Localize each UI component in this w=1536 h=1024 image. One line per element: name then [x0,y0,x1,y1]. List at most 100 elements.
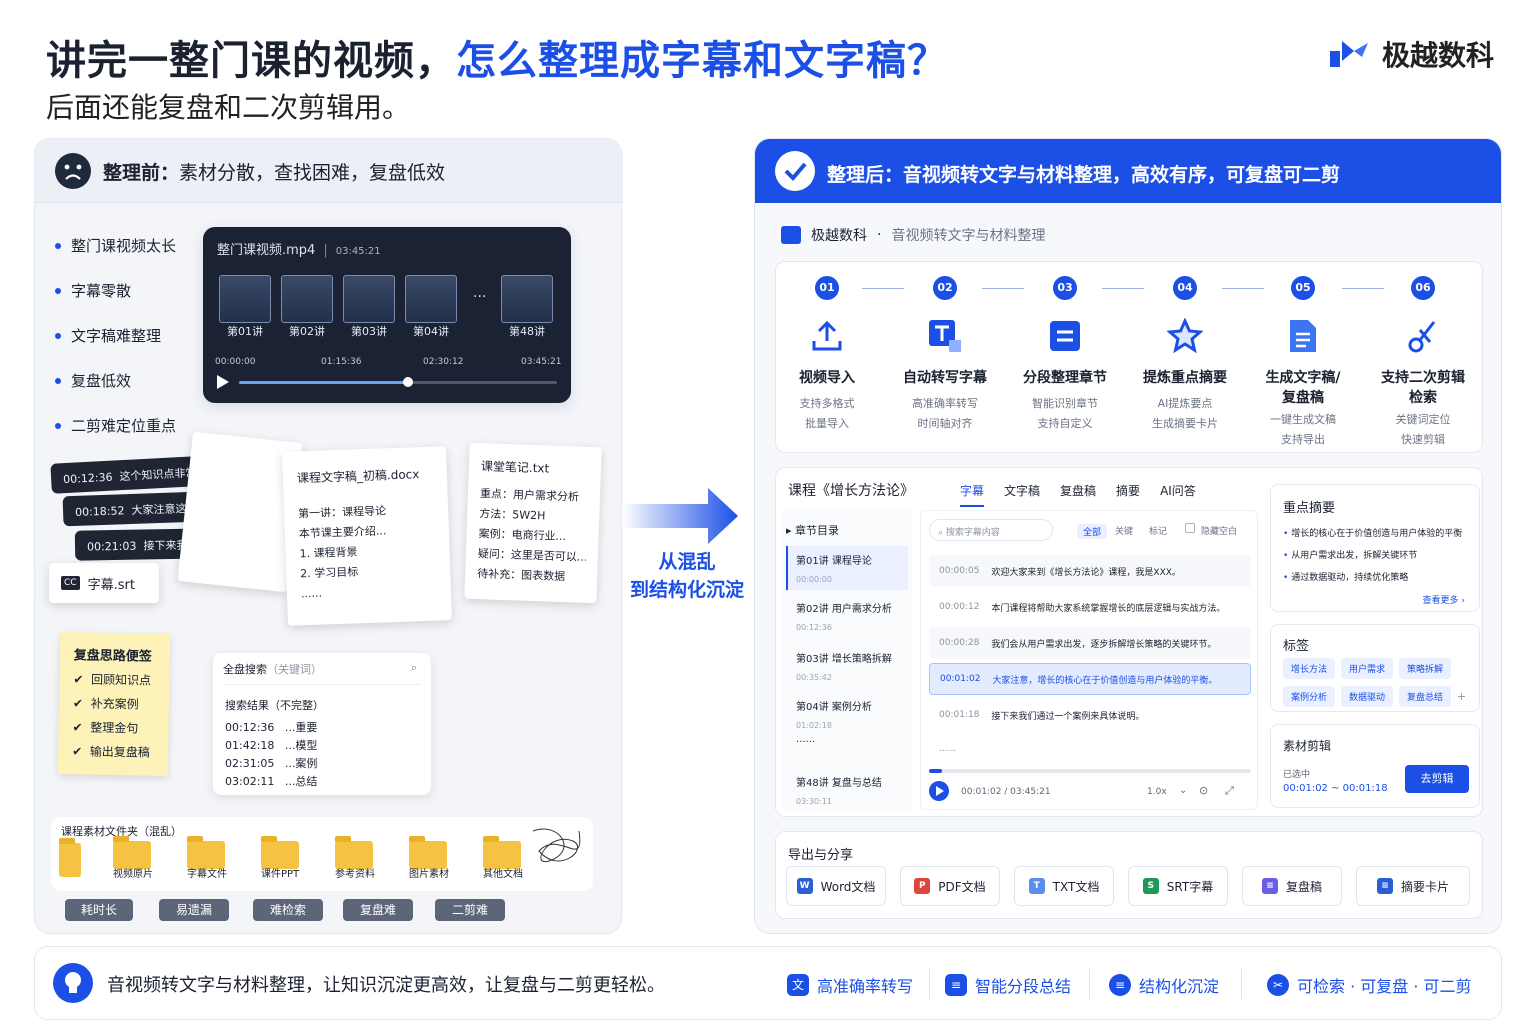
folder-icon [59,838,81,877]
video-thumbnail[interactable] [219,275,271,323]
feature-searchable: ✂可检索 · 可复盘 · 可二剪 [1267,973,1472,997]
step-import[interactable]: 01 视频导入支持多格式批量导入 [768,276,886,434]
footer-bar: 音视频转文字与材料整理，让知识沉淀更高效，让复盘与二剪更轻松。 文高准确率转写 … [34,946,1502,1020]
full-search-card: 全盘搜索（关键词）⌕ 搜索结果（不完整） 00:12:36 ...重要 01:4… [213,653,431,795]
filter-all[interactable]: 全部 [1077,524,1108,539]
step-transcribe[interactable]: 02 自动转写字幕高准确率转写时间轴对齐 [886,276,1004,434]
step-segment[interactable]: 03 分段整理章节智能识别章节支持自定义 [1006,276,1124,434]
video-player[interactable]: 整门课视频.mp4|03:45:21 ··· 第01讲 第02讲 第03讲 第0… [203,227,571,403]
filter-key[interactable]: 关键 [1115,527,1134,537]
feature-structure: ≡结构化沉淀 [1109,973,1219,997]
subtitle-row: ...... [939,744,957,754]
video-thumbnail[interactable] [501,275,553,323]
pain-tag: 易遗漏 [159,899,229,921]
segment-icon [1047,318,1083,354]
tab-ai-qa[interactable]: AI问答 [1160,484,1196,498]
full-search-input[interactable]: 全盘搜索（关键词）⌕ [223,661,421,685]
cc-icon: CC [61,576,80,590]
view-tabs: 字幕 文字稿 复盘稿 摘要 AI问答 [960,482,1196,507]
video-thumbnail[interactable] [405,275,457,323]
text-convert-icon [927,318,963,354]
view-more-link[interactable]: 查看更多 › [1422,596,1465,606]
player-progress[interactable] [929,769,1251,773]
brand-logo: 极越数科 [1328,34,1494,74]
folder-icon[interactable] [409,836,447,869]
feature-segment: ≡智能分段总结 [945,973,1071,997]
hide-blank-checkbox[interactable] [1185,523,1195,533]
play-icon[interactable] [929,781,949,801]
page-title: 讲完一整门课的视频，怎么整理成字幕和文字稿？ [46,38,948,84]
export-card-button[interactable]: ≡摘要卡片 [1356,866,1470,906]
txt-file[interactable]: 课堂笔记.txt 重点：用户需求分析 方法：5W2H 案例：电商行业... 疑问… [464,442,602,604]
tag-chip[interactable]: 数据驱动 [1341,686,1394,707]
video-thumbnail[interactable] [343,275,395,323]
scissors-icon: ✂ [1267,974,1289,996]
tab-subtitle[interactable]: 字幕 [960,482,985,507]
summary-card: 重点摘要 • 增长的核心在于价值创造与用户体验的平衡 • 从用户需求出发，拆解关… [1270,484,1480,612]
problem-bullet: 整门课视频太长 [55,235,176,256]
upload-icon [809,318,845,354]
step-document[interactable]: 05 生成文字稿/复盘稿一键生成文稿支持导出 [1244,276,1362,450]
speed-select[interactable]: 1.0x [1147,787,1167,797]
video-thumbnail[interactable] [281,275,333,323]
workflow-steps: 01 视频导入支持多格式批量导入 02 自动转写字幕高准确率转写时间轴对齐 03… [775,261,1483,453]
chevron-down-icon[interactable]: ⌄ [1179,785,1188,796]
video-progress[interactable] [239,377,557,387]
folder-icon[interactable] [335,836,373,869]
tag-chip[interactable]: 增长方法 [1283,658,1336,679]
star-icon [1167,318,1203,354]
play-icon[interactable] [217,375,229,389]
docx-file[interactable]: 课程文字稿_初稿.docx 第一讲：课程导论 本节课主要介绍... 1. 课程背… [282,446,452,626]
tags-card: 标签 增长方法用户需求策略拆解案例分析数据驱动复盘总结+ [1270,624,1480,712]
tag-chip[interactable]: 用户需求 [1341,658,1394,679]
more-icon: ··· [473,289,487,305]
review-doc-icon: ≡ [1261,878,1278,894]
folder-icon[interactable] [483,836,521,869]
card-icon: ≡ [1376,878,1393,894]
fullscreen-icon[interactable]: ⤢ [1225,784,1234,797]
pain-tag: 二剪难 [435,899,505,921]
video-duration: 03:45:21 [335,246,381,257]
folder-icon[interactable] [113,836,151,869]
filter-mark[interactable]: 标记 [1149,527,1168,537]
tab-transcript[interactable]: 文字稿 [1004,484,1041,498]
step-clip[interactable]: 06 支持二次剪辑检索关键词定位快速剪辑 [1364,276,1482,450]
scissors-icon [1405,318,1441,354]
add-tag-button[interactable]: + [1457,690,1467,703]
after-header: 整理后：音视频转文字与材料整理，高效有序，可复盘可二剪 [755,139,1501,203]
tab-summary[interactable]: 摘要 [1116,484,1141,498]
material-folder: 课程素材文件夹（混乱） 视频原片 字幕文件 课件PPT 参考资料 图片素材 其他… [51,817,593,891]
timer-icon[interactable]: ⊙ [1199,784,1209,797]
go-clip-button[interactable]: 去剪辑 [1405,765,1469,793]
subtitle-search-input[interactable]: ⌕ 搜索字幕内容 [929,519,1053,541]
problem-bullet: 文字稿难整理 [55,325,161,346]
tag-chip[interactable]: 复盘总结 [1399,686,1452,707]
segment-icon: ≡ [945,974,967,996]
tab-review[interactable]: 复盘稿 [1060,484,1097,498]
export-review-button[interactable]: ≡复盘稿 [1242,866,1342,906]
transcribe-icon: 文 [787,974,809,996]
tag-chip[interactable]: 案例分析 [1283,686,1336,707]
folder-icon[interactable] [187,836,225,869]
tag-chip[interactable]: 策略拆解 [1399,658,1452,679]
transform-arrow-icon [622,488,738,544]
folder-icon[interactable] [261,836,299,869]
